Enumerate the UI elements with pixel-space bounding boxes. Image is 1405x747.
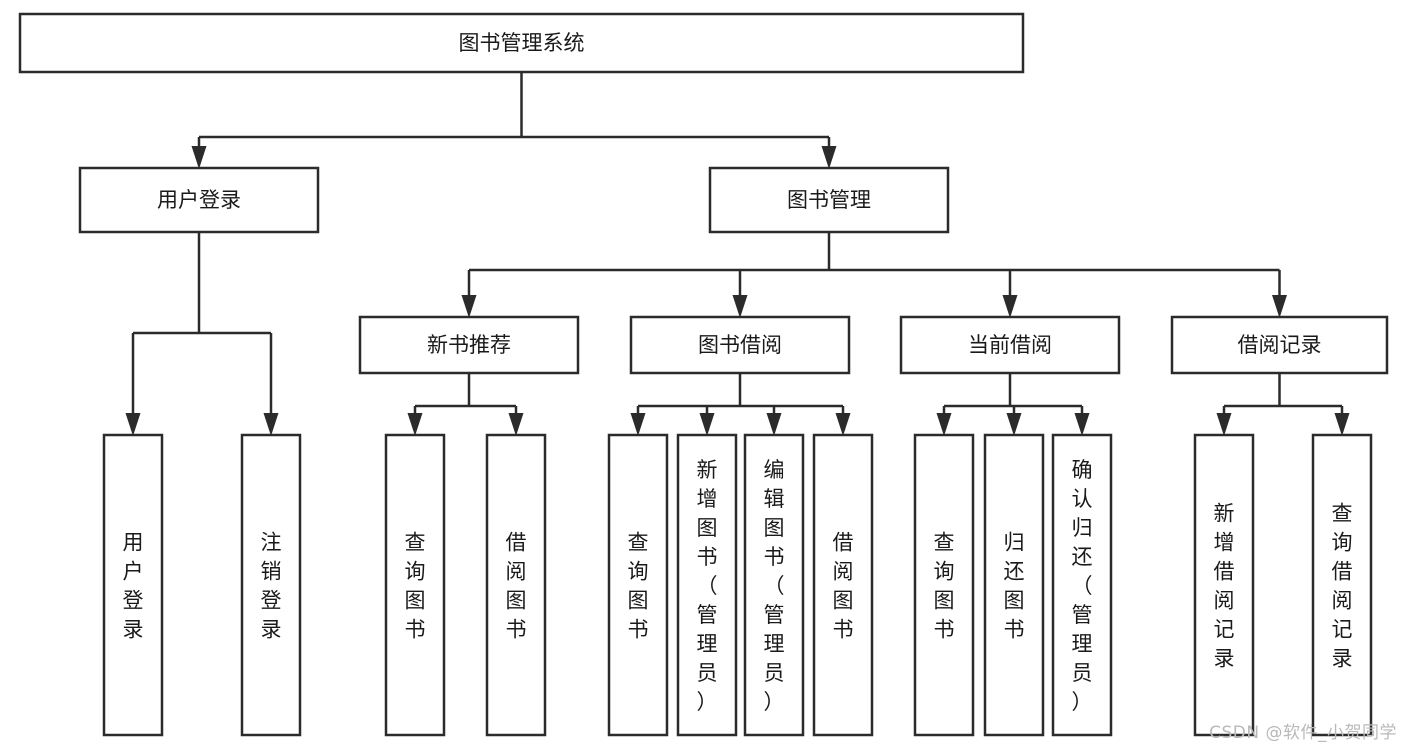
node-label: 编辑图书（管理员）	[764, 458, 785, 714]
arrow-head-icon	[936, 413, 952, 436]
node-label: 当前借阅	[968, 333, 1052, 357]
arrow-head-icon	[1074, 413, 1090, 436]
node-box[interactable]	[743, 433, 805, 737]
arrow-head-icon	[263, 413, 279, 436]
connector-l3_2	[630, 373, 851, 436]
node-box[interactable]	[1051, 433, 1113, 737]
arrow-head-icon	[1006, 413, 1022, 436]
node-leaf_3[interactable]: 查询图书	[384, 433, 446, 737]
node-leaf_7[interactable]: 编辑图书（管理员）	[743, 433, 805, 737]
node-leaf_9[interactable]: 查询图书	[913, 433, 975, 737]
node-box[interactable]	[899, 315, 1121, 375]
node-label: 新增借阅记录	[1214, 502, 1235, 671]
arrow-head-icon	[630, 413, 646, 436]
node-leaf_1[interactable]: 用户登录	[102, 433, 164, 737]
arrow-head-icon	[191, 146, 207, 169]
arrow-head-icon	[732, 295, 748, 318]
node-box[interactable]	[358, 315, 580, 375]
arrow-head-icon	[407, 413, 423, 436]
node-label: 图书管理	[787, 188, 871, 212]
node-l2_2[interactable]: 图书管理	[708, 166, 950, 234]
node-leaf_12[interactable]: 新增借阅记录	[1193, 433, 1255, 737]
node-box[interactable]	[812, 433, 874, 737]
node-label: 图书管理系统	[459, 31, 585, 55]
arrow-head-icon	[1216, 413, 1232, 436]
node-label: 确认归还（管理员）	[1072, 458, 1093, 714]
node-l2_1[interactable]: 用户登录	[78, 166, 320, 234]
node-label: 查询借阅记录	[1332, 502, 1353, 671]
arrow-head-icon	[125, 413, 141, 436]
node-label: 查询图书	[934, 531, 955, 642]
arrow-head-icon	[508, 413, 524, 436]
node-leaf_4[interactable]: 借阅图书	[485, 433, 547, 737]
arrow-head-icon	[461, 295, 477, 318]
connector-l2_2	[461, 232, 1287, 318]
node-label: 图书借阅	[698, 333, 782, 357]
node-l3_3[interactable]: 当前借阅	[899, 315, 1121, 375]
node-box[interactable]	[102, 433, 164, 737]
node-l3_4[interactable]: 借阅记录	[1170, 315, 1389, 375]
node-box[interactable]	[384, 433, 446, 737]
node-label: 查询图书	[628, 531, 649, 642]
node-box[interactable]	[240, 433, 302, 737]
node-box[interactable]	[485, 433, 547, 737]
node-label: 借阅记录	[1238, 333, 1322, 357]
node-leaf_11[interactable]: 确认归还（管理员）	[1051, 433, 1113, 737]
node-leaf_13[interactable]: 查询借阅记录	[1311, 433, 1373, 737]
node-label: 查询图书	[405, 531, 426, 642]
arrow-head-icon	[1272, 295, 1287, 318]
node-root[interactable]: 图书管理系统	[18, 12, 1025, 74]
node-label: 归还图书	[1004, 531, 1025, 642]
arrow-head-icon	[1002, 295, 1018, 318]
node-l3_1[interactable]: 新书推荐	[358, 315, 580, 375]
arrow-head-icon	[821, 146, 837, 169]
node-label: 新增图书（管理员）	[697, 458, 718, 714]
node-box[interactable]	[78, 166, 320, 234]
connector-l3_1	[407, 373, 524, 436]
arrow-head-icon	[699, 413, 715, 436]
connector-l3_4	[1216, 373, 1350, 436]
connector-root	[191, 72, 837, 169]
node-layer: 图书管理系统用户登录图书管理新书推荐图书借阅当前借阅借阅记录用户登录注销登录查询…	[18, 12, 1389, 737]
node-box[interactable]	[607, 433, 669, 737]
node-label: 用户登录	[157, 188, 241, 212]
node-leaf_10[interactable]: 归还图书	[983, 433, 1045, 737]
connector-l3_3	[936, 373, 1090, 436]
node-label: 注销登录	[261, 531, 282, 642]
node-box[interactable]	[18, 12, 1025, 74]
node-label: 新书推荐	[427, 333, 511, 357]
node-leaf_2[interactable]: 注销登录	[240, 433, 302, 737]
node-label: 借阅图书	[833, 531, 854, 642]
node-leaf_5[interactable]: 查询图书	[607, 433, 669, 737]
node-l3_2[interactable]: 图书借阅	[629, 315, 851, 375]
node-label: 借阅图书	[506, 531, 527, 642]
node-box[interactable]	[1170, 315, 1389, 375]
node-box[interactable]	[913, 433, 975, 737]
node-box[interactable]	[708, 166, 950, 234]
node-box[interactable]	[983, 433, 1045, 737]
node-leaf_8[interactable]: 借阅图书	[812, 433, 874, 737]
arrow-head-icon	[1334, 413, 1350, 436]
node-box[interactable]	[676, 433, 738, 737]
arrow-head-icon	[766, 413, 782, 436]
node-box[interactable]	[1311, 433, 1373, 737]
connector-l2_1	[125, 232, 279, 436]
node-label: 用户登录	[123, 531, 144, 642]
node-box[interactable]	[629, 315, 851, 375]
node-leaf_6[interactable]: 新增图书（管理员）	[676, 433, 738, 737]
node-box[interactable]	[1193, 433, 1255, 737]
arrow-head-icon	[835, 413, 851, 436]
connector-layer	[125, 72, 1350, 436]
